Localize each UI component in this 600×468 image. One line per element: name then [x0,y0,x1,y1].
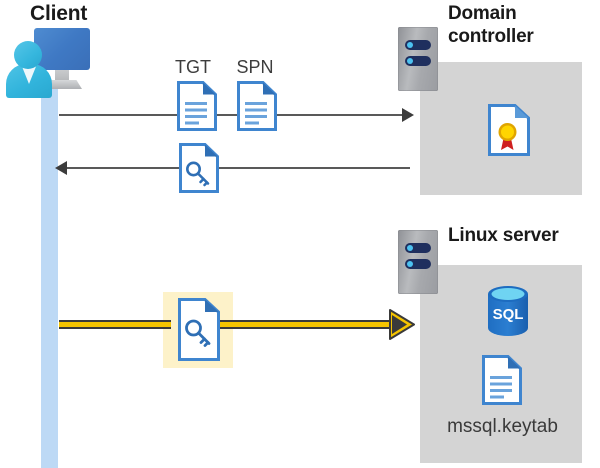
response-flow-arrowhead [55,161,67,175]
server-led-icon [407,245,413,251]
certificate-document-icon [487,103,531,157]
monitor-base-icon [42,80,82,89]
sql-database-icon: SQL [486,285,530,337]
client-title: Client [30,2,88,25]
domain-controller-server-icon [398,27,438,91]
linux-server-icon [398,230,438,294]
server-bar-bottom [405,56,431,66]
tgt-document-icon [176,80,218,132]
server-led-icon [407,42,413,48]
domain-controller-title: Domain controller [448,3,534,47]
spn-document-icon [236,80,278,132]
highlighted-ticket-key-document-icon [177,297,221,362]
client-user-monitor-icon [6,28,90,98]
server-bar-top [405,40,431,50]
keytab-file-label: mssql.keytab [447,416,558,437]
spn-label: SPN [236,57,274,77]
server-bar-top [405,243,431,253]
tgt-label: TGT [175,57,211,77]
linux-server-title: Linux server [448,225,559,246]
client-lifeline [41,88,58,468]
server-led-icon [407,261,413,267]
monitor-neck-icon [55,70,69,81]
request-flow-arrowhead [402,108,414,122]
sql-text: SQL [493,306,524,323]
response-flow-line [62,167,410,169]
auth-flow-line-left [59,320,171,329]
person-head-icon [14,41,42,69]
server-bar-bottom [405,259,431,269]
keytab-document-icon [481,354,523,406]
auth-flow-line-right [216,320,396,329]
server-led-icon [407,58,413,64]
ticket-key-document-icon [178,142,220,194]
monitor-screen-icon [34,28,90,70]
auth-flow-arrowhead [389,308,415,341]
request-flow-line [59,114,407,116]
